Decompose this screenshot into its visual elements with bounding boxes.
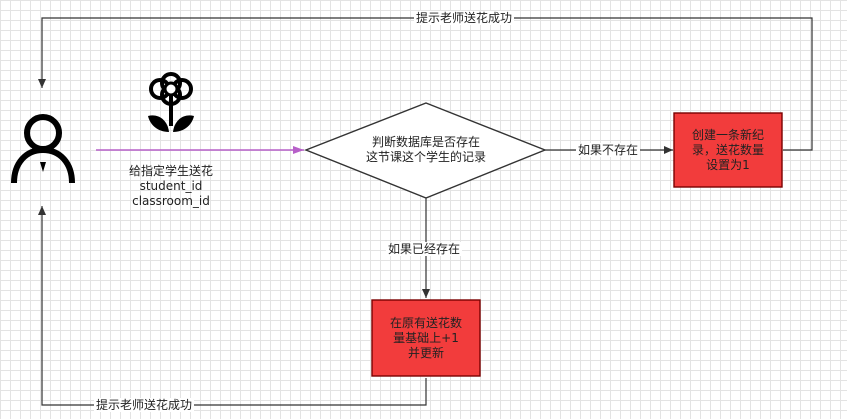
decision-text: 判断数据库是否存在 这节课这个学生的记录 bbox=[316, 126, 536, 174]
update-line-2: 量基础上+1 bbox=[393, 330, 459, 345]
flower-caption-line-1: 给指定学生送花 bbox=[128, 164, 213, 178]
update-record-box bbox=[371, 299, 481, 377]
decision-line-2: 这节课这个学生的记录 bbox=[365, 150, 486, 164]
user-icon bbox=[11, 114, 75, 184]
update-record-text: 在原有送花数 量基础上+1 并更新 bbox=[372, 300, 480, 376]
decision-diamond bbox=[304, 102, 547, 199]
update-line-3: 并更新 bbox=[407, 345, 444, 360]
flower-caption-line-2: student_id bbox=[139, 179, 203, 193]
flower-caption-line-3: classroom_id bbox=[132, 194, 210, 208]
label-not-exists: 如果不存在 bbox=[576, 143, 641, 157]
create-record-text: 创建一条新纪 录，送花数量 设置为1 bbox=[674, 113, 782, 187]
edge-notify-bottom bbox=[38, 206, 427, 406]
label-exists: 如果已经存在 bbox=[386, 242, 463, 256]
create-line-3: 设置为1 bbox=[706, 157, 750, 172]
label-notify-top: 提示老师送花成功 bbox=[414, 11, 515, 25]
create-line-1: 创建一条新纪 bbox=[691, 127, 764, 142]
update-line-1: 在原有送花数 bbox=[389, 315, 462, 330]
decision-line-1: 判断数据库是否存在 bbox=[371, 135, 480, 149]
user-tie-icon bbox=[40, 162, 46, 172]
flower-caption: 给指定学生送花 student_id classroom_id bbox=[116, 164, 226, 209]
edge-notify-top bbox=[38, 17, 813, 151]
flower-icon bbox=[148, 72, 194, 132]
create-line-2: 录，送花数量 bbox=[691, 142, 764, 157]
label-notify-bottom: 提示老师送花成功 bbox=[94, 398, 195, 412]
create-record-box bbox=[673, 112, 783, 188]
